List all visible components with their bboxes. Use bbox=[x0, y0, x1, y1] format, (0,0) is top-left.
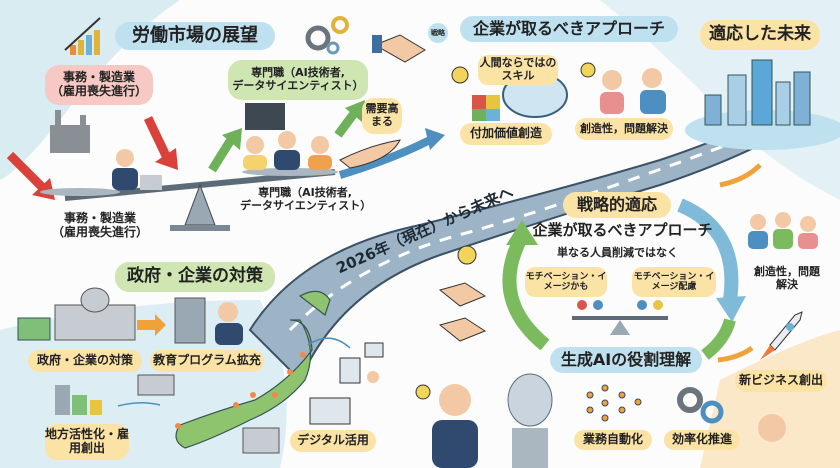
scale-right-label: 専門職（AI技術者, データサイエンティスト） bbox=[240, 186, 372, 212]
bg-wash-topleft bbox=[0, 0, 180, 180]
declining-jobs-label: 事務・製造業 （雇用喪失進行） bbox=[45, 65, 153, 105]
gear-icon bbox=[700, 400, 724, 424]
government-measures-label: 政府・企業の対策 bbox=[28, 350, 142, 372]
approach-title: 企業が取るべきアプローチ bbox=[460, 16, 678, 42]
city-skyline-icon bbox=[685, 59, 840, 150]
up-arrow-icon bbox=[334, 100, 365, 138]
building-icon bbox=[242, 427, 280, 454]
motivation-left-label: モチベーション・イメージかも bbox=[525, 267, 607, 297]
gear-icon bbox=[677, 387, 703, 413]
lightbulb-icon bbox=[580, 62, 596, 78]
regional-label: 地方活性化・雇用創出 bbox=[45, 424, 129, 460]
person-icon bbox=[750, 214, 766, 230]
education-label: 教育プログラム拡充 bbox=[150, 350, 264, 372]
orange-arrow-icon bbox=[717, 345, 754, 363]
person-icon bbox=[278, 131, 296, 149]
devices-icon bbox=[309, 342, 384, 425]
neural-network-icon bbox=[586, 384, 642, 422]
scale-right-line2: データサイエンティスト） bbox=[240, 198, 372, 212]
cycle-arrow-green bbox=[502, 236, 550, 351]
japan-map bbox=[175, 290, 331, 449]
handshake-icon bbox=[438, 282, 487, 307]
person-icon bbox=[775, 212, 791, 228]
map-dots bbox=[175, 352, 306, 429]
person-icon bbox=[367, 371, 379, 383]
strategic-adaptation-title: 戦略的適応 bbox=[563, 192, 671, 218]
lightbulb-icon bbox=[457, 245, 477, 265]
up-arrow-icon bbox=[208, 128, 242, 173]
person-icon bbox=[246, 136, 264, 154]
puzzle-icon bbox=[472, 95, 500, 121]
human-skills-label: 人間ならではのスキル bbox=[478, 55, 558, 85]
laptop-icon bbox=[140, 175, 162, 190]
ai-role-label: 生成AIの役割理解 bbox=[550, 347, 702, 373]
labor-market-title: 労働市場の展望 bbox=[115, 22, 275, 50]
lightbulb-icon bbox=[415, 384, 431, 400]
gear-icon bbox=[331, 16, 349, 34]
road-dashes bbox=[288, 138, 741, 332]
strategic-subtitle: 企業が取るべきアプローチ bbox=[532, 221, 713, 239]
code-screen-icon bbox=[245, 103, 285, 130]
scale-left-label: 事務・製造業 （雇用喪失進行） bbox=[45, 211, 155, 240]
creativity-label: 創造性，問題解決 bbox=[575, 118, 673, 140]
up-arrow-blue bbox=[338, 136, 432, 179]
new-business-label: 新ビジネス創出 bbox=[735, 370, 827, 392]
building-icon bbox=[137, 374, 175, 396]
declining-line1: 事務・製造業 bbox=[62, 70, 135, 85]
efficiency-label: 効率化推進 bbox=[664, 430, 740, 450]
strategy-bubble: 戦略 bbox=[428, 23, 448, 43]
gear-icon bbox=[326, 41, 340, 55]
demand-label: 需要高まる bbox=[362, 98, 402, 134]
value-creation-label: 付加価値創造 bbox=[460, 123, 552, 145]
scale-left-line2: （雇用喪失進行） bbox=[51, 224, 148, 239]
growth-chart-icon bbox=[64, 17, 101, 55]
person-icon bbox=[758, 414, 786, 442]
robot-icon bbox=[507, 373, 553, 427]
businessman-icon bbox=[439, 384, 471, 416]
declining-line2: （雇用喪失進行） bbox=[50, 84, 147, 98]
factory-icon bbox=[50, 110, 90, 153]
down-arrow-icon bbox=[143, 116, 178, 170]
automation-label: 業務自動化 bbox=[574, 430, 652, 450]
scale-left-line1: 事務・製造業 bbox=[63, 211, 136, 225]
open-hand-icon bbox=[339, 139, 401, 169]
cycle-arrow-blue bbox=[677, 198, 739, 301]
person-icon bbox=[800, 216, 816, 232]
orange-arrow-icon bbox=[719, 163, 762, 188]
scale-right-line1: 専門職（AI技術者, bbox=[258, 186, 352, 199]
strategic-note: 単なる人員削減ではなく bbox=[557, 246, 678, 259]
person-icon bbox=[116, 149, 134, 167]
money-icon bbox=[17, 317, 51, 341]
rocket-icon bbox=[760, 311, 803, 360]
arrow-right-icon bbox=[137, 314, 166, 336]
small-seesaw-icon bbox=[572, 300, 668, 335]
parliament-icon bbox=[54, 287, 136, 341]
right-creativity-label: 創造性，問題解決 bbox=[754, 265, 820, 291]
person-icon bbox=[218, 302, 238, 322]
handshake-icon bbox=[438, 317, 487, 342]
digital-label: デジタル活用 bbox=[290, 430, 376, 452]
town-buildings-icon bbox=[55, 385, 102, 415]
lightbulb-icon bbox=[451, 66, 469, 84]
growing-line1: 専門職（AI技術者, bbox=[251, 66, 345, 80]
office-building-icon bbox=[174, 297, 206, 344]
growing-line2: データサイエンティスト） bbox=[232, 79, 364, 92]
future-title: 適応した未来 bbox=[700, 20, 820, 50]
person-icon bbox=[311, 136, 329, 154]
government-title: 政府・企業の対策 bbox=[115, 262, 275, 292]
gear-icon bbox=[305, 25, 331, 51]
person-icon bbox=[642, 68, 662, 88]
handshake-icon bbox=[372, 34, 426, 63]
person-icon bbox=[602, 70, 622, 90]
motivation-right-label: モチベーション・イメージ配慮 bbox=[632, 267, 716, 297]
growing-jobs-label: 専門職（AI技術者, データサイエンティスト） bbox=[228, 60, 368, 100]
